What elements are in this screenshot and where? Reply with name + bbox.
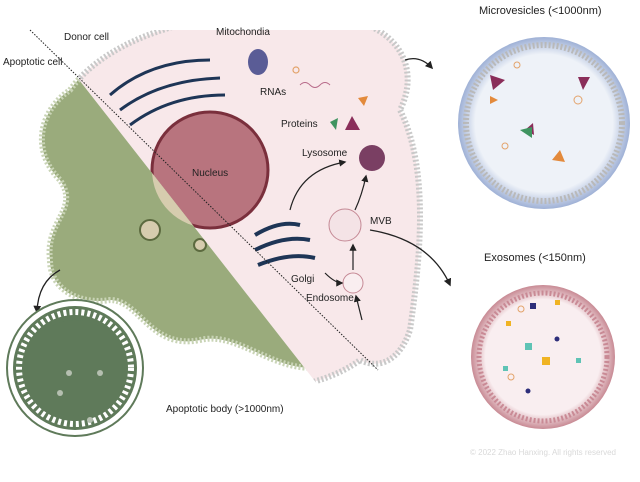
nucleus — [150, 110, 270, 230]
mv-protein-6 — [490, 96, 498, 104]
apoptotic-body — [6, 299, 144, 437]
mv-protein-4 — [520, 127, 532, 138]
lysosome-icon — [359, 145, 385, 171]
protein-triangle-small-icon — [330, 118, 338, 130]
label-proteins: Proteins — [281, 119, 318, 130]
ex-cargo-4 — [525, 343, 532, 350]
mv-protein-2 — [578, 77, 590, 90]
ex-cargo-1 — [530, 303, 536, 309]
label-exosomes: Exosomes (<150nm) — [484, 252, 586, 264]
mvb-icon — [328, 208, 362, 242]
mv-protein-1 — [490, 75, 505, 90]
protein-triangle-icon — [345, 116, 360, 130]
golgi-apparatus — [253, 221, 316, 267]
label-rnas: RNAs — [260, 87, 287, 98]
label-lysosome: Lysosome — [302, 148, 348, 159]
protein-circle-icon — [292, 66, 300, 74]
ex-cargo-5 — [542, 357, 550, 365]
arrow-golgi-to-lysosome — [289, 159, 347, 211]
arrow-to-exosomes — [369, 229, 452, 287]
exosome — [471, 285, 615, 429]
arrow-mvb-to-lysosome — [354, 174, 369, 211]
arrow-to-apoptotic-body — [33, 269, 61, 314]
label-mitochondria: Mitochondia — [216, 27, 270, 38]
label-golgi: Golgi — [291, 274, 315, 285]
arrow-to-microvesicles — [404, 57, 434, 70]
label-donor-cell: Donor cell — [64, 32, 110, 43]
protein-orange-icon — [358, 96, 368, 106]
mitochondria-icon — [248, 49, 268, 75]
rna-icon — [299, 82, 331, 88]
microvesicle — [458, 37, 630, 209]
label-mvb: MVB — [370, 216, 392, 227]
endoplasmic-reticulum — [109, 58, 226, 127]
arrow-golgi-to-endosome — [324, 272, 344, 287]
label-apoptotic-cell: Apoptotic cell — [3, 57, 63, 68]
copyright-notice: © 2022 Zhao Hanxing. All rights reserved — [470, 448, 616, 457]
ex-cargo-6 — [576, 358, 581, 363]
divider-line — [29, 29, 379, 371]
ex-cargo-2 — [555, 300, 560, 305]
ex-cargo-7 — [503, 366, 508, 371]
mv-protein-5 — [552, 150, 565, 162]
label-apoptotic-body: Apoptotic body (>1000nm) — [166, 404, 284, 415]
ex-cargo-3 — [506, 321, 511, 326]
arrow-membrane-to-endosome — [353, 294, 363, 321]
label-nucleus: Nucleus — [192, 168, 229, 179]
label-microvesicles: Microvesicles (<1000nm) — [479, 5, 602, 17]
label-endosome: Endosome — [306, 293, 354, 304]
endosome-icon — [342, 272, 364, 294]
